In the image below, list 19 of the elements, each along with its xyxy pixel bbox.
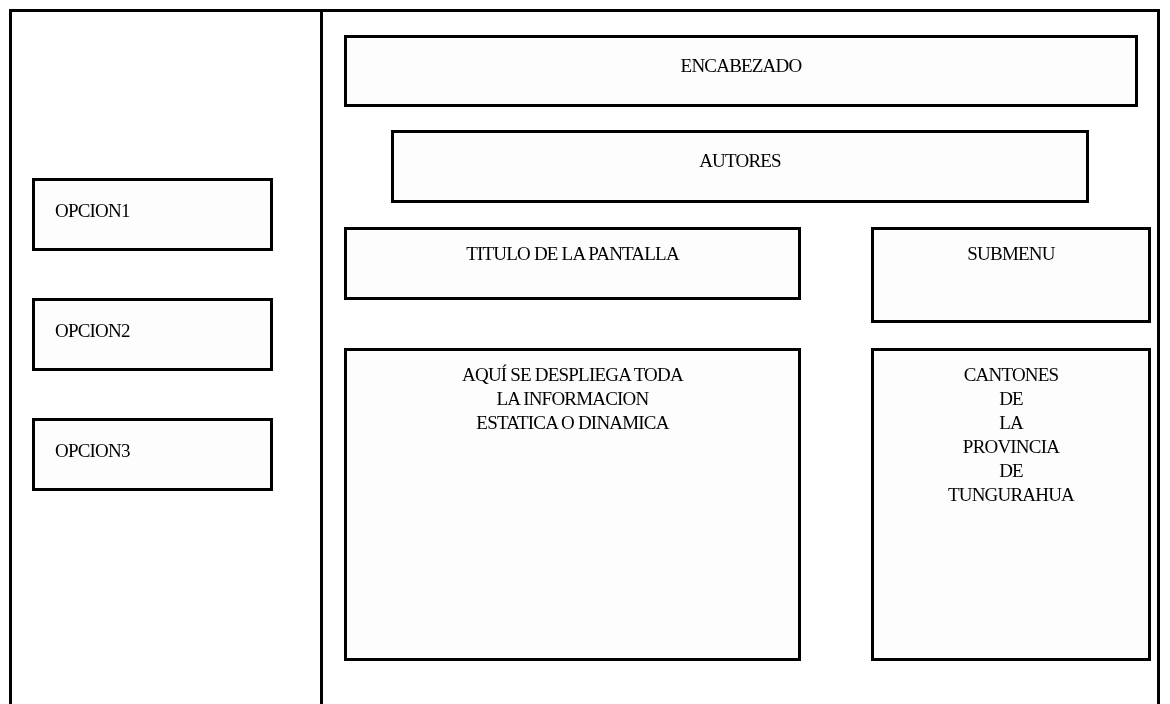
page-frame	[9, 9, 1160, 704]
box-label: OPCION2	[55, 319, 130, 343]
wireframe-box	[344, 348, 801, 661]
box-label: ENCABEZADO	[680, 54, 802, 78]
box-label: AUTORES	[699, 149, 781, 173]
box-label: CANTONES DE LA PROVINCIA DE TUNGURAHUA	[947, 363, 1075, 507]
wireframe-box	[32, 298, 273, 371]
wireframe-box	[344, 227, 801, 300]
wireframe-box	[32, 418, 273, 491]
box-label: OPCION3	[55, 439, 130, 463]
wireframe-box	[871, 348, 1151, 661]
box-label: AQUÍ SE DESPLIEGA TODA LA INFORMACION ESTATICA O DINAMICA	[461, 363, 685, 435]
box-label: OPCION1	[55, 199, 130, 223]
box-label: SUBMENU	[967, 242, 1055, 266]
wireframe-box	[391, 130, 1089, 203]
box-label: TITULO DE LA PANTALLA	[466, 242, 679, 266]
wireframe-box	[344, 35, 1138, 107]
wireframe-box	[871, 227, 1151, 323]
wireframe-box	[32, 178, 273, 251]
